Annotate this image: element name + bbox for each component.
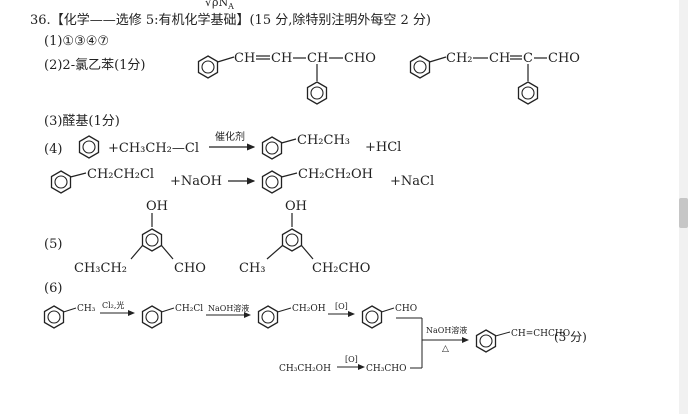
r2-product: CH₂CH₂OH	[298, 167, 373, 182]
s2-c: C	[523, 51, 533, 66]
part4-reaction-1: (4) +CH₃CH₂—Cl 催化剂 CH₂CH₃ +HCl	[44, 130, 401, 160]
r1-byproduct: +HCl	[365, 140, 401, 155]
benzene-ring-icon	[141, 228, 163, 252]
part6-score: (3 分)	[554, 330, 587, 344]
benzene-ring-icon	[281, 228, 303, 252]
header-fragment: √ρNA	[205, 0, 234, 11]
benzene-ring-icon	[43, 305, 65, 329]
step4-condition: NaOH溶液	[426, 325, 467, 335]
benzene-ring-icon	[475, 329, 497, 353]
benzene-ring-icon	[261, 136, 283, 160]
m2-group: CH₂Cl	[175, 304, 203, 314]
scrollbar-track[interactable]	[679, 0, 688, 414]
step4-heat: △	[442, 344, 449, 354]
benzene-ring-icon	[261, 170, 283, 194]
product-group: CH=CHCHO	[511, 329, 570, 339]
benzene-ring-icon	[78, 135, 100, 159]
m3-group: CH₂OH	[292, 304, 326, 314]
step2-condition: NaOH溶液	[208, 303, 249, 313]
s5a-right: CHO	[174, 261, 206, 276]
part4-label: (4)	[44, 142, 62, 157]
s2-cho: CHO	[548, 51, 580, 66]
r2-byproduct: +NaCl	[390, 174, 434, 189]
s5a-oh: OH	[146, 199, 168, 214]
part1-line: (1)①③④⑦	[44, 34, 109, 49]
s1-ch2: CH	[271, 51, 292, 66]
part2-line: (2)2-氯乙苯(1分)	[44, 58, 146, 73]
s5b-left: CH₃	[239, 261, 266, 276]
benzene-ring-icon	[409, 55, 431, 79]
r2-reactant: CH₂CH₂Cl	[87, 167, 154, 182]
part6-route: CH₃ Cl₂,光 CH₂Cl NaOH溶液 CH₂OH [O] CHO NaO…	[43, 300, 587, 374]
part2-structure-2: CH₂ CH C CHO	[409, 51, 580, 105]
r1-reagent: +CH₃CH₂—Cl	[108, 141, 199, 156]
r1-product: CH₂CH₃	[297, 133, 350, 148]
benzene-ring-icon	[50, 170, 72, 194]
part5-structure-1: OH CH₃CH₂ CHO	[74, 199, 206, 276]
benzene-ring-icon	[141, 305, 163, 329]
part5-label: (5)	[44, 237, 62, 252]
m1-group: CH₃	[77, 304, 96, 314]
m4-group: CHO	[395, 304, 417, 314]
answer-sheet: √ρNA 36.【化学——选修 5:有机化学基础】(15 分,除特别注明外每空 …	[30, 0, 587, 374]
benzene-ring-icon	[517, 81, 539, 105]
part6-label: (6)	[44, 281, 62, 296]
acetaldehyde: CH₃CHO	[366, 364, 406, 374]
s2-ch2: CH₂	[446, 51, 473, 66]
s1-cho: CHO	[344, 51, 376, 66]
s5a-left: CH₃CH₂	[74, 261, 127, 276]
question-title: 36.【化学——选修 5:有机化学基础】(15 分,除特别注明外每空 2 分)	[30, 12, 431, 28]
benzene-ring-icon	[197, 55, 219, 79]
s5b-oh: OH	[285, 199, 307, 214]
ethanol: CH₃CH₂OH	[279, 364, 331, 374]
r2-reagent: +NaOH	[170, 174, 222, 189]
benzene-ring-icon	[306, 81, 328, 105]
part4-reaction-2: CH₂CH₂Cl +NaOH CH₂CH₂OH +NaCl	[50, 167, 434, 194]
step3-condition: [O]	[335, 302, 348, 311]
part2-structure-1: CH CH CH CHO	[197, 51, 376, 105]
s5b-right: CH₂CHO	[312, 261, 370, 276]
part5-structure-2: OH CH₃ CH₂CHO	[239, 199, 370, 276]
benzene-ring-icon	[257, 305, 279, 329]
s1-ch1: CH	[234, 51, 255, 66]
step1-condition: Cl₂,光	[102, 300, 124, 310]
s2-ch: CH	[489, 51, 510, 66]
part3-line: (3)醛基(1分)	[44, 113, 120, 129]
s1-ch3: CH	[307, 51, 328, 66]
scrollbar-thumb[interactable]	[679, 198, 688, 228]
r1-catalyst: 催化剂	[215, 130, 245, 143]
benzene-ring-icon	[361, 305, 383, 329]
step5-condition: [O]	[345, 355, 358, 364]
